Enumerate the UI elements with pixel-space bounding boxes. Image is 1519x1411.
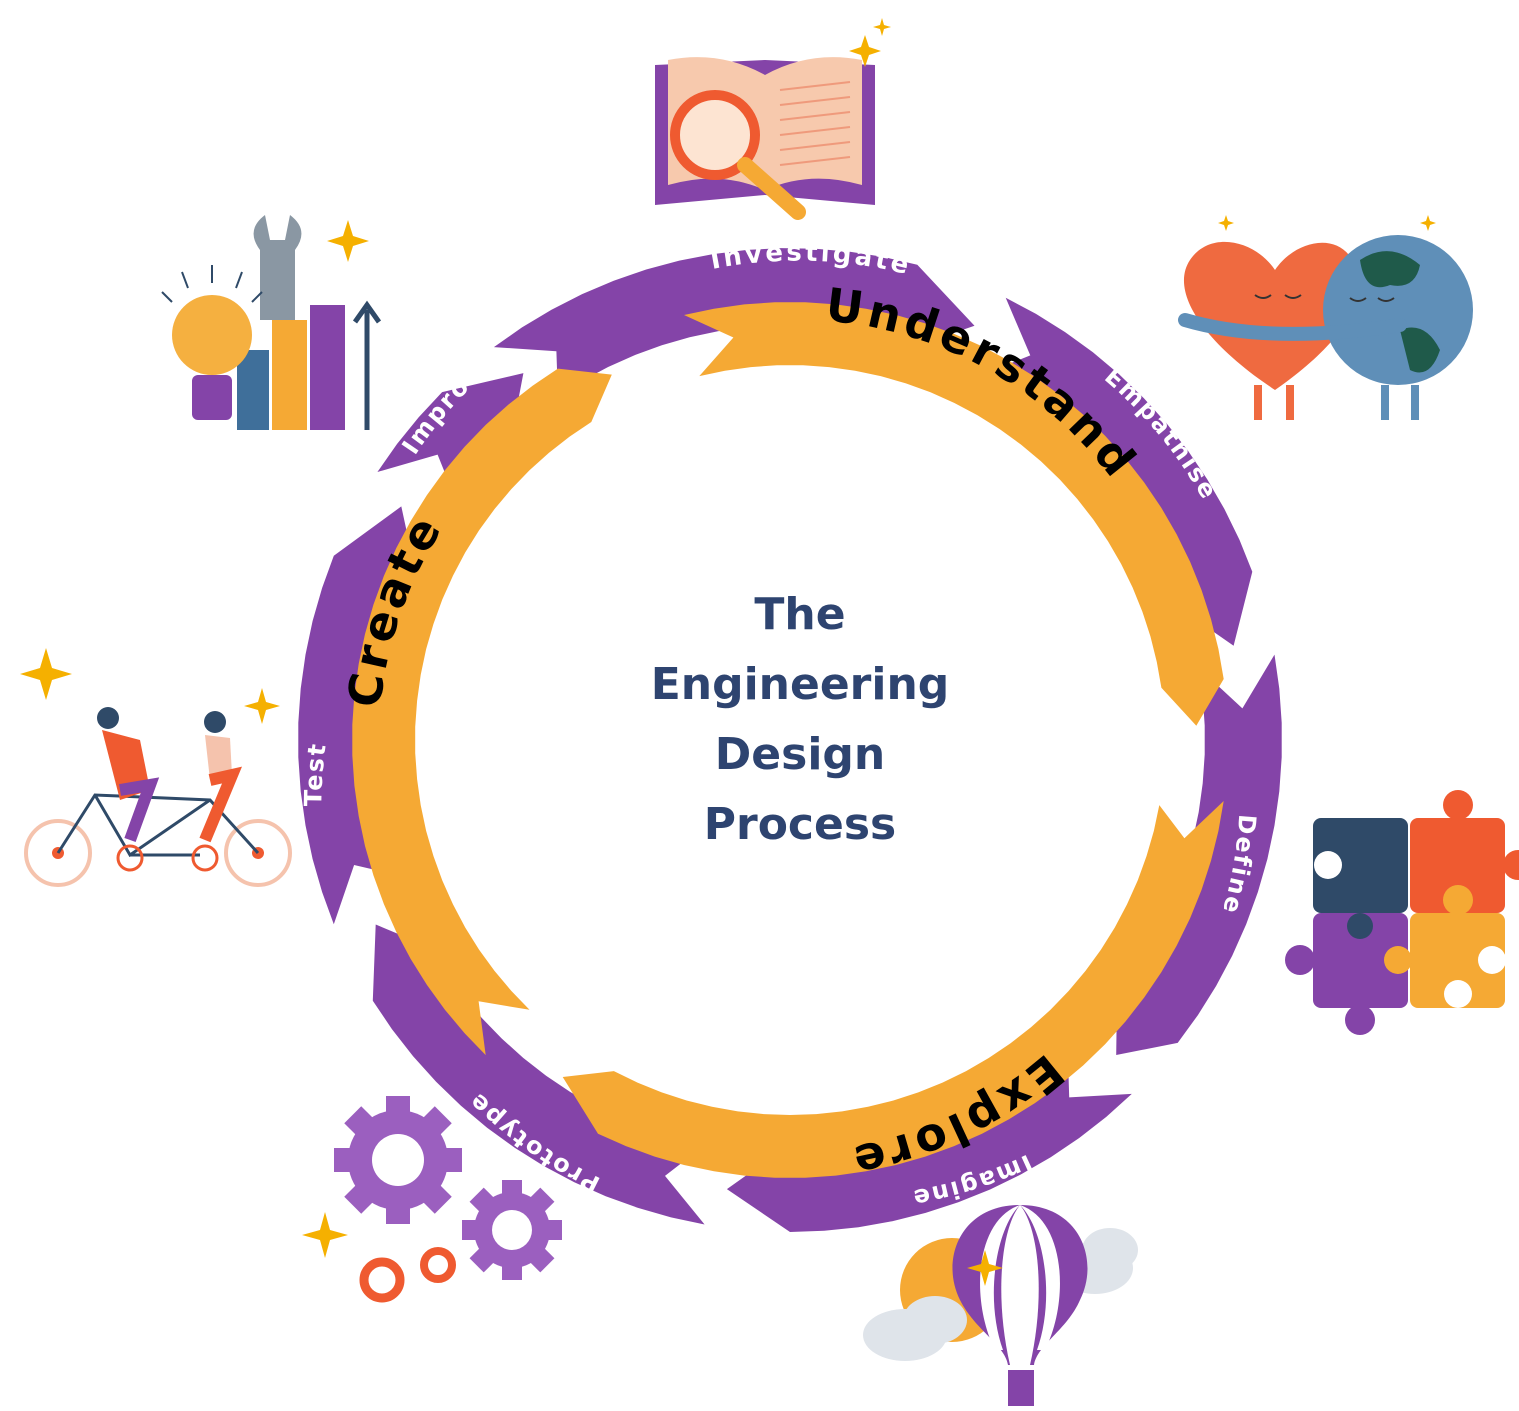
diagram-title: The Engineering Design Process <box>600 580 1000 860</box>
book-magnifier-icon <box>655 18 891 220</box>
hot-air-balloon-icon <box>863 1205 1138 1406</box>
title-line-2: Engineering <box>650 659 950 710</box>
title-line-1: The <box>754 589 846 640</box>
center-disc <box>418 368 1162 1112</box>
title-line-4: Process <box>703 799 897 850</box>
inner-arrow-create <box>352 368 612 1056</box>
outer-arrow-improve <box>377 373 524 497</box>
tandem-bicycle-icon <box>20 648 292 887</box>
puzzle-pieces-icon <box>1285 790 1519 1035</box>
title-line-3: Design <box>714 729 886 780</box>
bulb-wrench-chart-icon <box>161 215 382 430</box>
gears-icon <box>302 1096 562 1303</box>
step-label-test: Test <box>299 740 332 806</box>
inner-arrow-explore <box>562 801 1224 1178</box>
heart-hugging-globe-icon <box>1178 215 1473 420</box>
inner-phase-arrows <box>352 302 1224 1178</box>
inner-arrow-understand <box>684 302 1224 726</box>
